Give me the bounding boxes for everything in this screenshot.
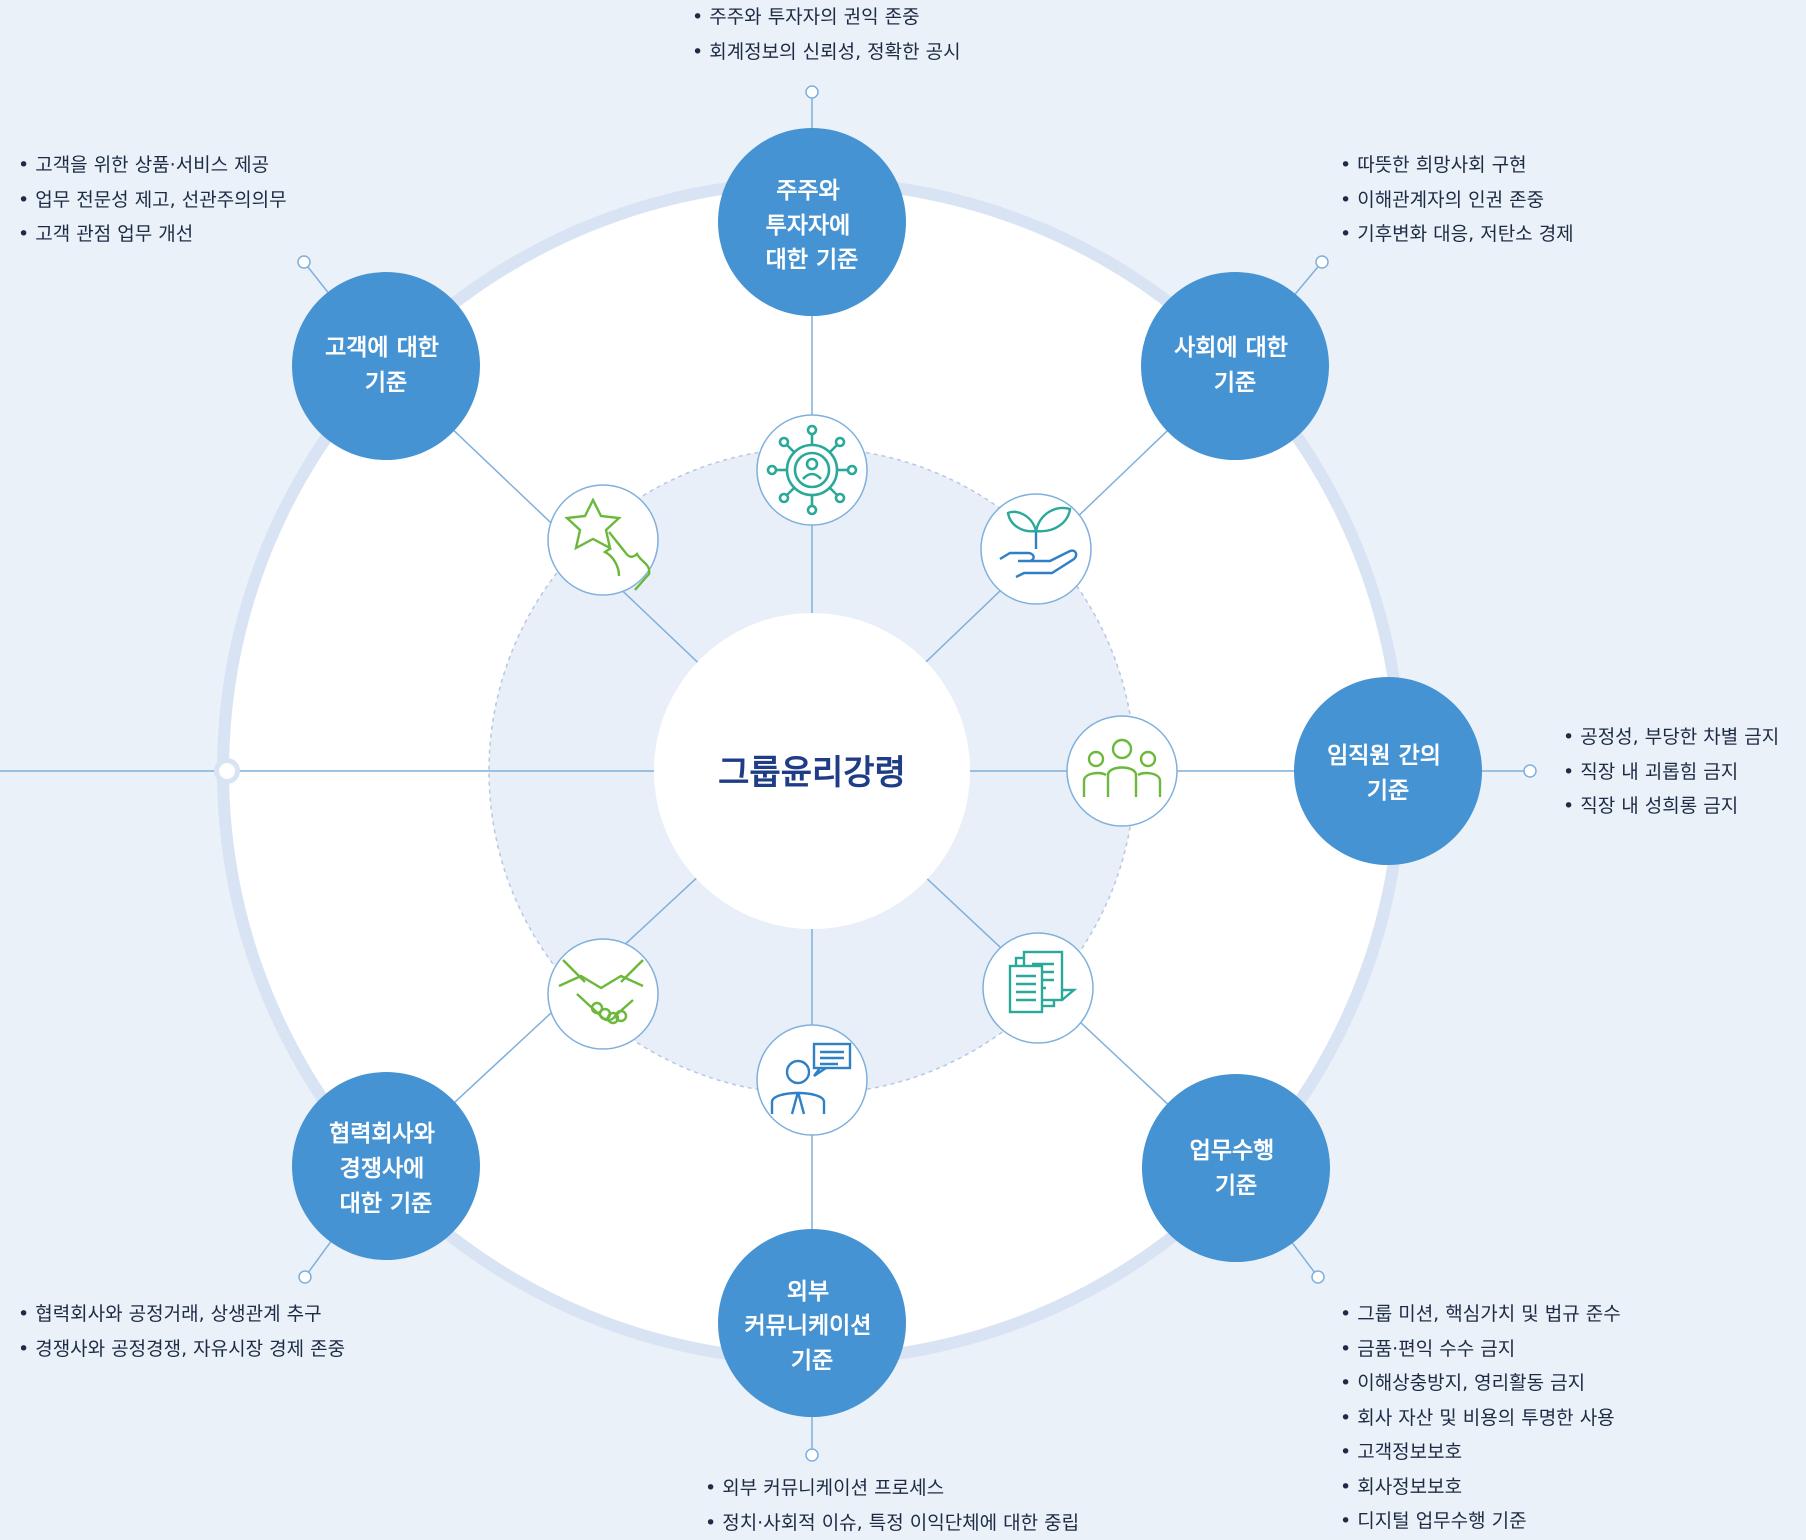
node-circle-employee	[1294, 677, 1482, 865]
connector-dot-external	[806, 1449, 818, 1461]
work-list-item: 회사정보보호	[1340, 1470, 1621, 1505]
partner-list-item: 협력회사와 공정거래, 상생관계 추구	[18, 1297, 345, 1332]
connector-dot-employee	[1524, 765, 1536, 777]
work-list-item: 회사 자산 및 비용의 투명한 사용	[1340, 1401, 1621, 1436]
society-list-item: 이해관계자의 인권 존중	[1340, 183, 1574, 218]
work-list-item: 이해상충방지, 영리활동 금지	[1340, 1366, 1621, 1401]
work-list-item: 디지털 업무수행 기준	[1340, 1504, 1621, 1539]
society-list-item: 기후변화 대응, 저탄소 경제	[1340, 217, 1574, 252]
work-list-item: 그룹 미션, 핵심가치 및 법규 준수	[1340, 1297, 1621, 1332]
connector-dot-shareholder	[806, 86, 818, 98]
work-list-item: 금품·편익 수수 금지	[1340, 1332, 1621, 1367]
partner-list-item: 경쟁사와 공정경쟁, 자유시장 경제 존중	[18, 1332, 345, 1367]
icon-circle-customer	[548, 485, 658, 595]
node-circle-customer	[292, 272, 480, 460]
icon-circle-partner	[548, 939, 658, 1049]
work-standards-list: 그룹 미션, 핵심가치 및 법규 준수금품·편익 수수 금지이해상충방지, 영리…	[1340, 1297, 1621, 1539]
employee-list-item: 직장 내 괴롭힘 금지	[1563, 755, 1779, 790]
customer-list-item: 고객을 위한 상품·서비스 제공	[18, 148, 287, 183]
node-circle-work	[1142, 1074, 1330, 1262]
shareholder-list-item: 주주와 투자자의 권익 존중	[692, 0, 961, 35]
customer-list-item: 업무 전문성 제고, 선관주의의무	[18, 183, 287, 218]
icon-circle-employee	[1067, 716, 1177, 826]
center-label: 그룹윤리강령	[718, 753, 906, 793]
node-label-shareholder: 주주와 투자자에 대한 기준	[766, 178, 859, 273]
left-joint-inner	[219, 763, 235, 779]
shareholder-list-item: 회계정보의 신뢰성, 정확한 공시	[692, 35, 961, 70]
employee-standards-list: 공정성, 부당한 차별 금지직장 내 괴롭힘 금지직장 내 성희롱 금지	[1563, 720, 1779, 824]
work-list-item: 고객정보보호	[1340, 1435, 1621, 1470]
network-people-icon	[768, 426, 856, 514]
employee-list-item: 공정성, 부당한 차별 금지	[1563, 720, 1779, 755]
connector-dot-society	[1316, 256, 1328, 268]
employee-list-item: 직장 내 성희롱 금지	[1563, 789, 1779, 824]
node-circle-society	[1141, 272, 1329, 460]
customer-list-item: 고객 관점 업무 개선	[18, 217, 287, 252]
society-list-item: 따뜻한 희망사회 구현	[1340, 148, 1574, 183]
node-label-partner: 협력회사와 경쟁사에 대한 기준	[329, 1121, 443, 1217]
customer-standards-list: 고객을 위한 상품·서비스 제공업무 전문성 제고, 선관주의의무고객 관점 업…	[18, 148, 287, 252]
connector-dot-customer	[298, 256, 310, 268]
external-communication-list: 외부 커뮤니케이션 프로세스정치·사회적 이슈, 특정 이익단체에 대한 중립	[705, 1471, 1079, 1540]
icon-circle-external	[757, 1025, 867, 1135]
society-standards-list: 따뜻한 희망사회 구현이해관계자의 인권 존중기후변화 대응, 저탄소 경제	[1340, 148, 1574, 252]
shareholder-standards-list: 주주와 투자자의 권익 존중회계정보의 신뢰성, 정확한 공시	[692, 0, 961, 69]
external-list-item: 외부 커뮤니케이션 프로세스	[705, 1471, 1079, 1506]
connector-dot-partner	[299, 1271, 311, 1283]
connector-dot-work	[1312, 1271, 1324, 1283]
partner-standards-list: 협력회사와 공정거래, 상생관계 추구경쟁사와 공정경쟁, 자유시장 경제 존중	[18, 1297, 345, 1366]
